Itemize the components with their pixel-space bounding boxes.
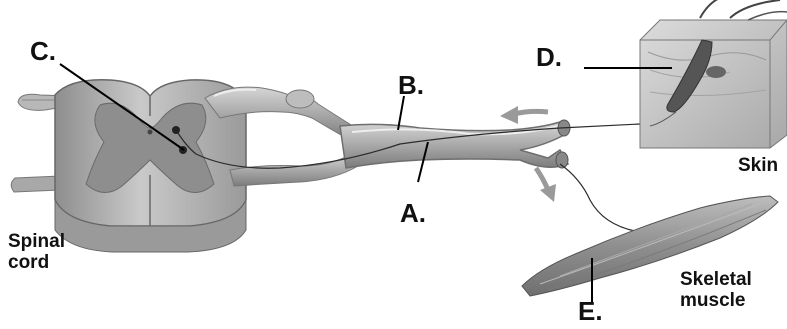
spinal-nerve-trunk (340, 120, 570, 168)
caption-spinal-cord-line1: Spinal (8, 232, 65, 253)
label-a: A. (400, 200, 426, 226)
label-c: C. (30, 38, 56, 64)
motor-direction-arrow (536, 168, 556, 202)
sensory-direction-arrow (500, 106, 548, 124)
caption-skeletal-muscle-line2: muscle (680, 291, 752, 312)
caption-skeletal-muscle: Skeletal muscle (680, 270, 752, 312)
ventral-root-lower (230, 154, 358, 186)
spinal-root-left-lower (11, 176, 60, 192)
caption-skin: Skin (738, 156, 778, 177)
caption-spinal-cord-line2: cord (8, 253, 65, 274)
label-d: D. (536, 44, 562, 70)
skin-block (640, 0, 787, 148)
caption-spinal-cord: Spinal cord (8, 232, 65, 274)
label-e: E. (578, 298, 603, 324)
caption-skeletal-muscle-line1: Skeletal (680, 270, 752, 291)
leader-line-b (398, 96, 404, 130)
label-b: B. (398, 72, 424, 98)
